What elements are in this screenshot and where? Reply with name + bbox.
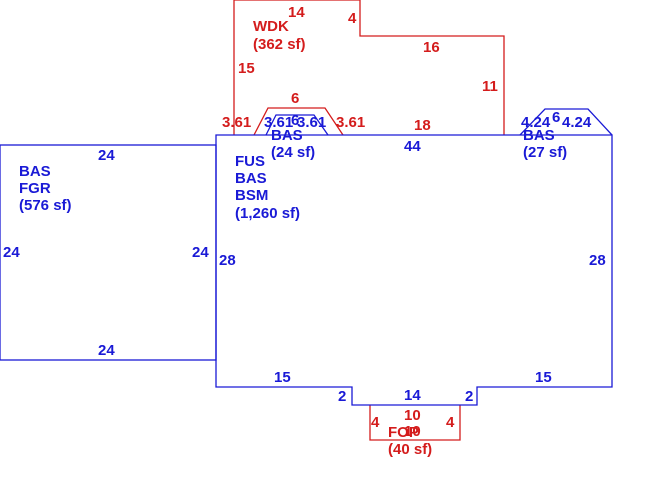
dim-garage-right: 24 [192, 244, 209, 261]
dim-main-left: 28 [219, 252, 236, 269]
dim-deck-right-diag: 3.61 [336, 114, 365, 131]
dim-deck-step-down: 4 [348, 10, 357, 27]
dim-main-right: 28 [589, 252, 606, 269]
dim-main-bottom-right: 15 [535, 369, 552, 386]
dim-deck-step-run: 16 [423, 39, 440, 56]
dim-garage-left: 24 [3, 244, 20, 261]
dim-main-notch-left: 2 [338, 388, 346, 405]
main-house-outline [215, 134, 613, 406]
bay-right-outline [519, 108, 613, 136]
dim-garage-bottom: 24 [98, 342, 115, 359]
porch-area: (40 sf) [388, 441, 432, 458]
porch-code: FOP [388, 424, 419, 441]
bay-left-outline-red [253, 107, 344, 136]
dim-garage-top: 24 [98, 147, 115, 164]
deck-outline [233, 0, 505, 135]
dim-porch-left: 4 [371, 414, 380, 431]
dim-main-notch-bottom: 14 [404, 387, 421, 404]
dim-deck-top: 14 [288, 4, 305, 21]
deck-code: WDK [253, 18, 289, 35]
main-code-2: BAS [235, 170, 267, 187]
bay-left-area: (24 sf) [271, 144, 315, 161]
dim-main-notch-right: 2 [465, 388, 473, 405]
dim-porch-right: 4 [446, 414, 455, 431]
dim-porch-top: 10 [404, 407, 421, 424]
dim-deck-bay-top: 6 [291, 90, 299, 107]
dim-bay-left-left: 3.61 [264, 114, 293, 131]
deck-area: (362 sf) [253, 36, 306, 53]
dim-bay-right-top: 6 [552, 109, 560, 126]
dim-bay-left-top: 6 [291, 112, 299, 129]
dim-main-bottom-left: 15 [274, 369, 291, 386]
bay-right-area: (27 sf) [523, 144, 567, 161]
dim-deck-left: 15 [238, 60, 255, 77]
dim-deck-right: 11 [482, 78, 498, 95]
main-area: (1,260 sf) [235, 205, 300, 222]
main-code-1: FUS [235, 153, 265, 170]
garage-code-1: BAS [19, 163, 51, 180]
garage-code-2: FGR [19, 180, 51, 197]
porch-outline [369, 405, 461, 441]
dim-deck-bottom: 18 [414, 117, 431, 134]
dim-main-top: 44 [404, 138, 421, 155]
dim-porch-bottom: 10 [404, 423, 421, 440]
main-code-3: BSM [235, 187, 268, 204]
bay-right-code: BAS [523, 127, 555, 144]
bay-left-code: BAS [271, 127, 303, 144]
dim-bay-right-right: 4.24 [562, 114, 592, 131]
dim-bay-right-left: 4.24 [521, 114, 551, 131]
garage-area: (576 sf) [19, 197, 72, 214]
bay-left-outline [265, 114, 329, 136]
dim-bay-left-right: 3.61 [297, 114, 326, 131]
dim-deck-left-diag: 3.61 [222, 114, 251, 131]
